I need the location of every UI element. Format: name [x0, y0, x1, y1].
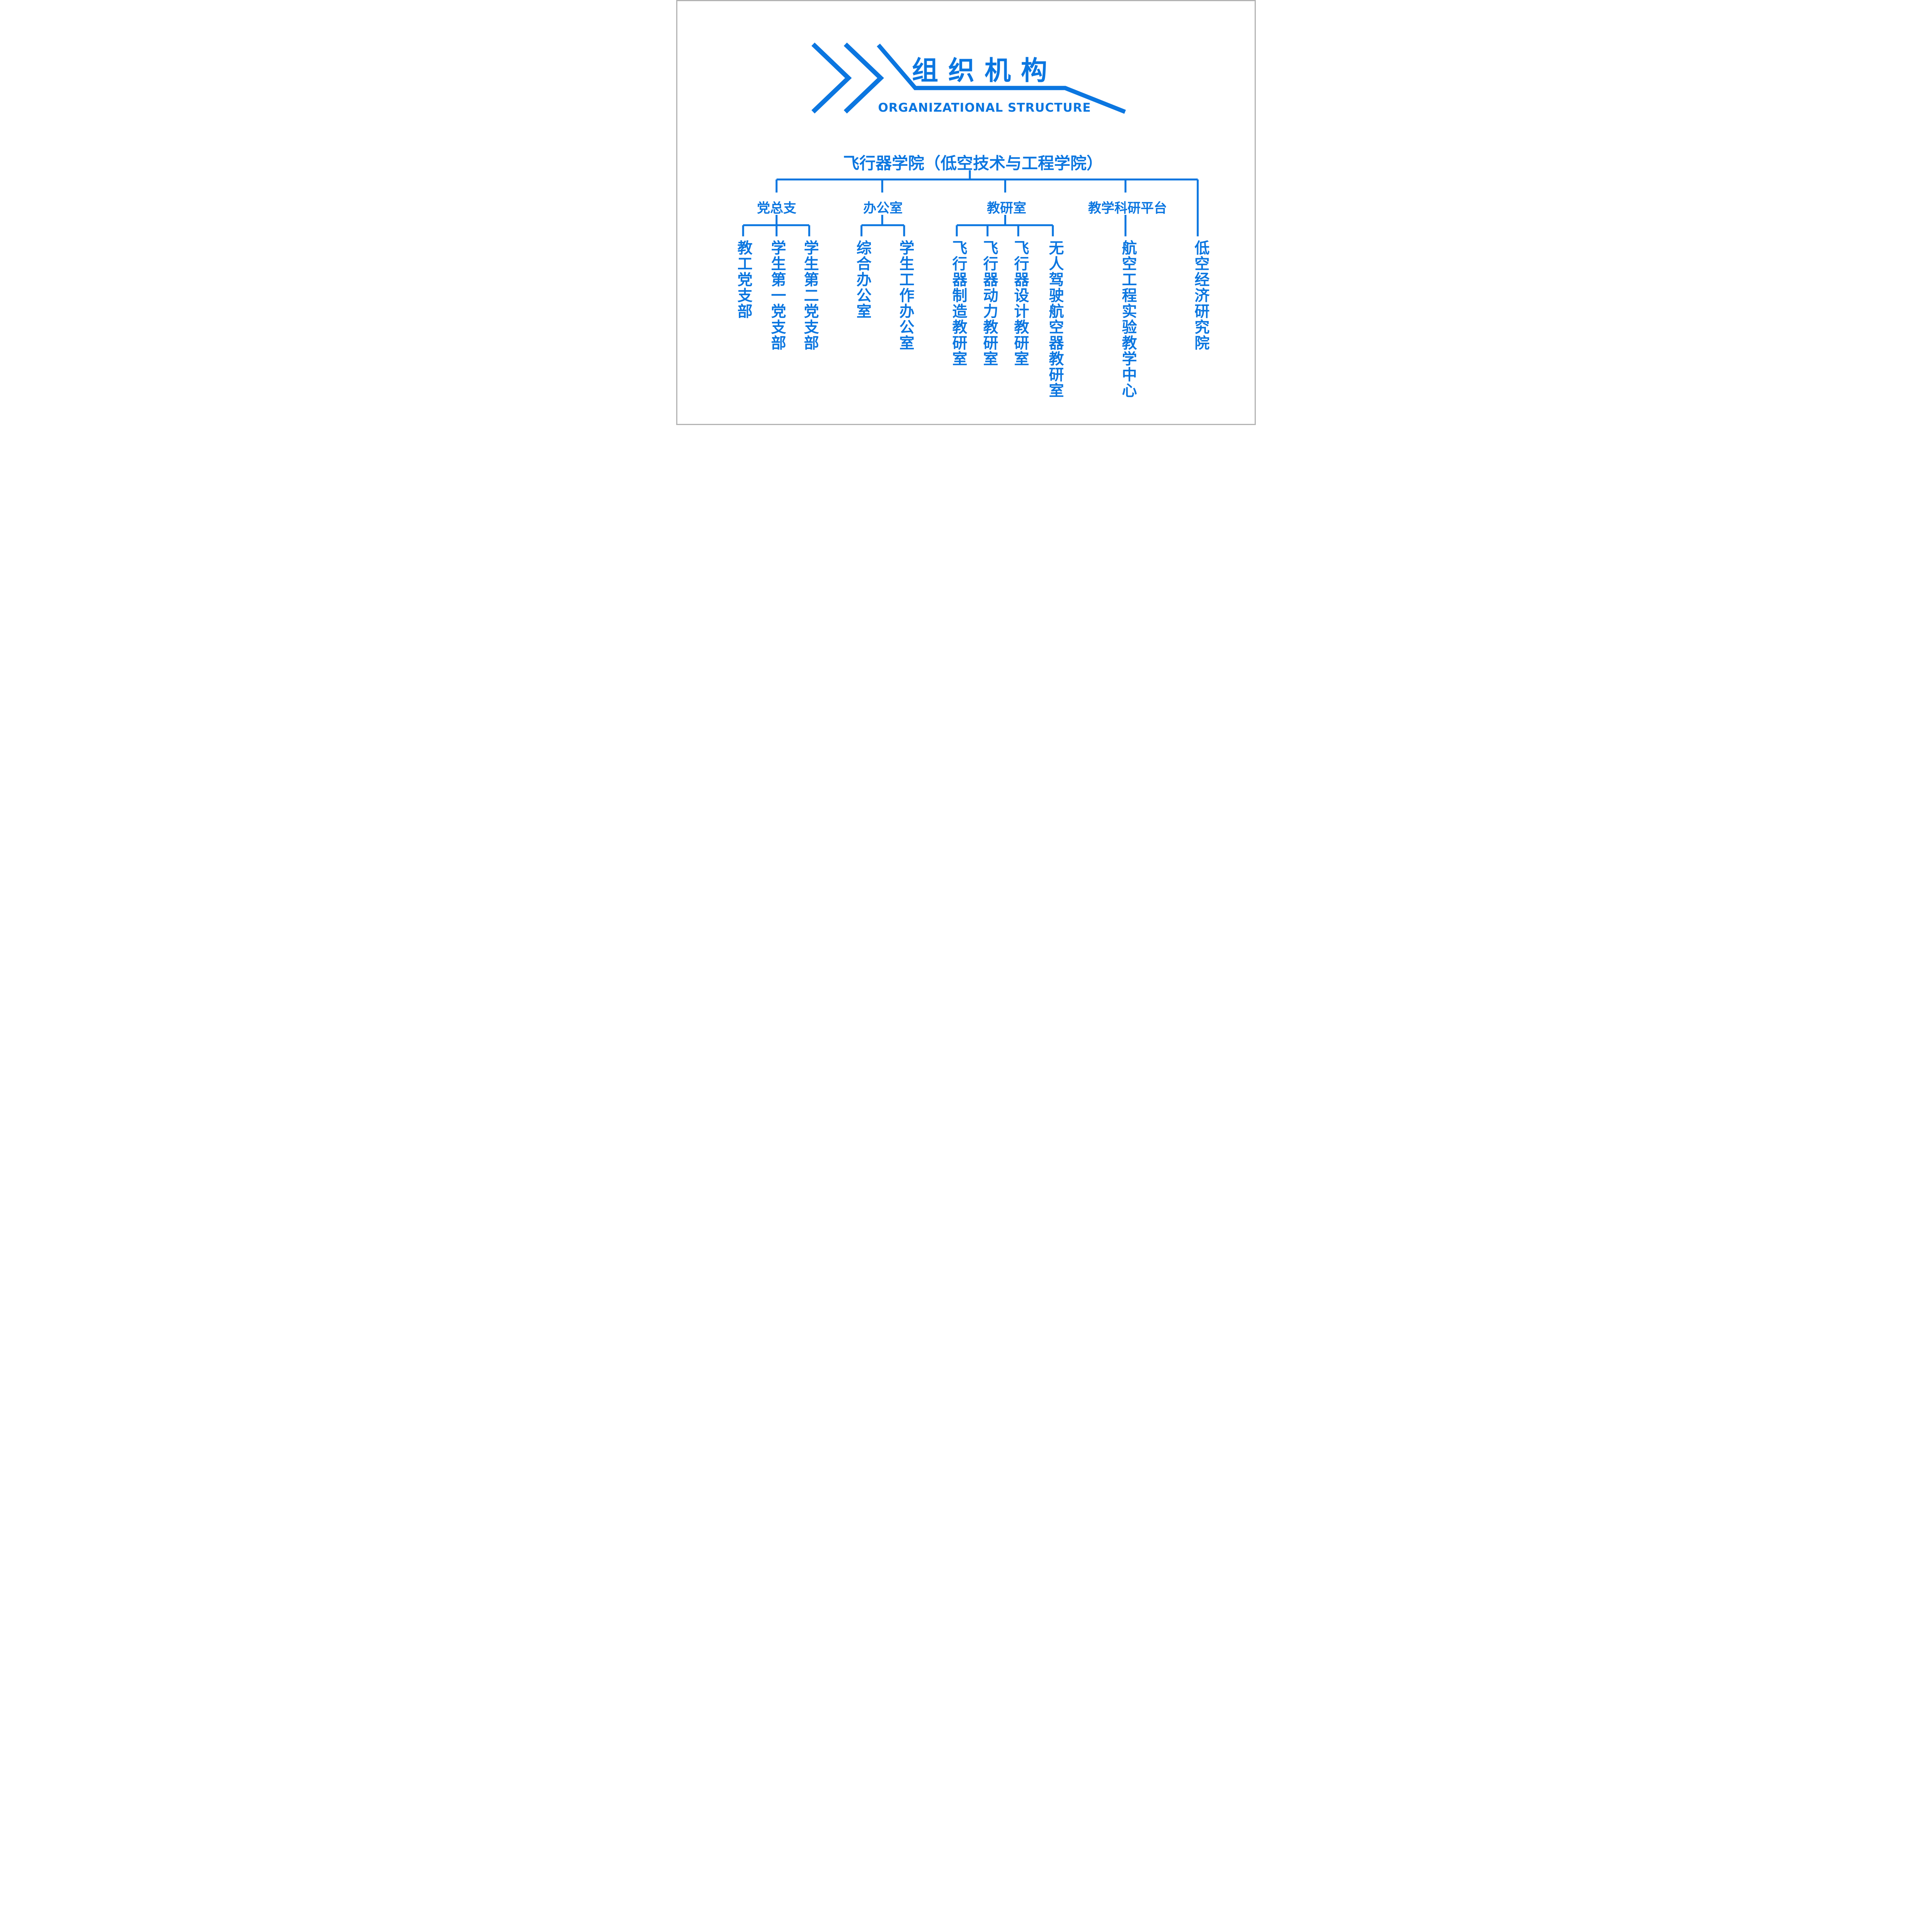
org-chart-page: 组织机构 ORGANIZATIONAL STRUCTURE 飞行器学院（低空技术… — [676, 0, 1256, 425]
leaf-label-aircraft-power: 飞行器动力教研室 — [980, 240, 998, 367]
branch-label-office: 办公室 — [863, 201, 903, 216]
branch-label-party-general-branch: 党总支 — [757, 201, 796, 216]
leaf-label-aircraft-manufacturing: 飞行器制造教研室 — [949, 240, 967, 367]
leaf-label-aircraft-design: 飞行器设计教研室 — [1011, 240, 1029, 367]
root-node-label: 飞行器学院（低空技术与工程学院） — [843, 154, 1103, 173]
chevron-right-icon — [811, 43, 852, 114]
page-subtitle: ORGANIZATIONAL STRUCTURE — [878, 101, 1091, 115]
branch-label-teaching-research-platform: 教学科研平台 — [1088, 201, 1167, 216]
leaf-label-unmanned-aircraft: 无人驾驶航空器教研室 — [1046, 240, 1064, 398]
page-title: 组织机构 — [912, 56, 1057, 86]
leaf-label-general-office: 综合办公室 — [854, 240, 871, 319]
leaf-label-student-second-party-branch: 学生第二党支部 — [801, 240, 819, 351]
leaf-label-low-altitude-economy-institute: 低空经济研究院 — [1192, 240, 1209, 351]
leaf-label-student-affairs-office: 学生工作办公室 — [896, 240, 914, 351]
leaf-label-aviation-engineering-center: 航空工程实验教学中心 — [1119, 240, 1137, 398]
branch-label-teaching-research-section: 教研室 — [987, 201, 1026, 216]
leaf-label-faculty-party-branch: 教工党支部 — [735, 240, 752, 319]
leaf-label-student-first-party-branch: 学生第一党支部 — [768, 240, 786, 351]
